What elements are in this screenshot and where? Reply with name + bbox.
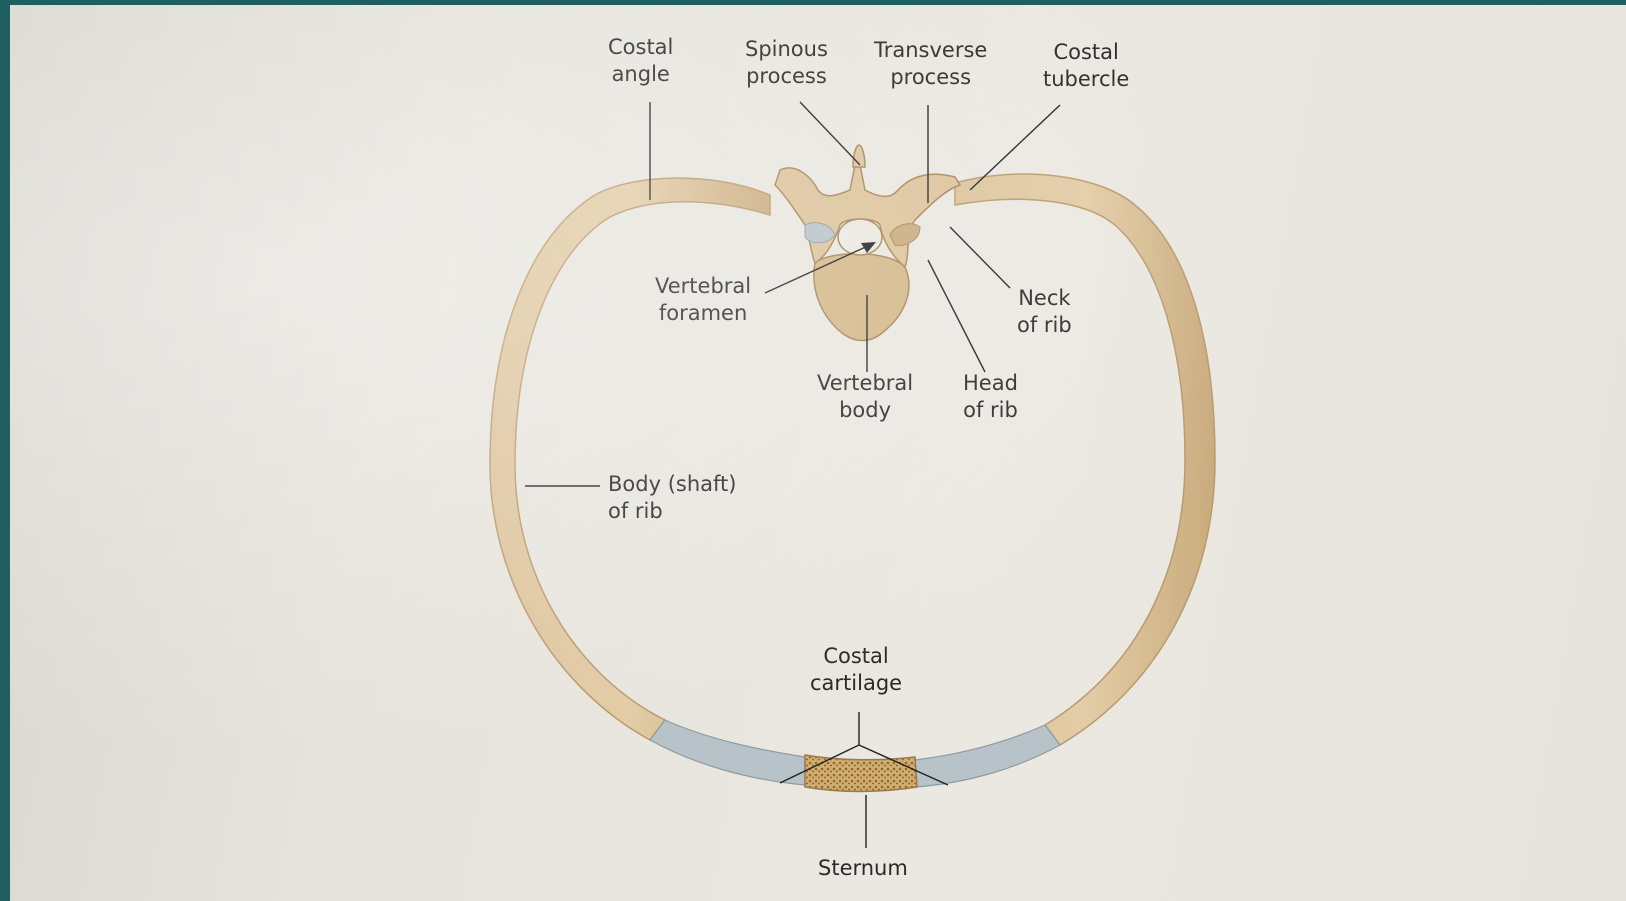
sternum-shape [805,755,917,792]
vertebral-body-shape [814,254,909,341]
label-body-shaft-of-rib: Body (shaft)of rib [608,471,736,525]
label-sternum: Sternum [818,855,908,882]
right-costal-cartilage [915,725,1060,787]
rib-diagram-svg [10,5,1626,901]
left-rib [490,178,770,740]
right-rib [955,174,1215,745]
left-costal-cartilage [650,720,805,785]
